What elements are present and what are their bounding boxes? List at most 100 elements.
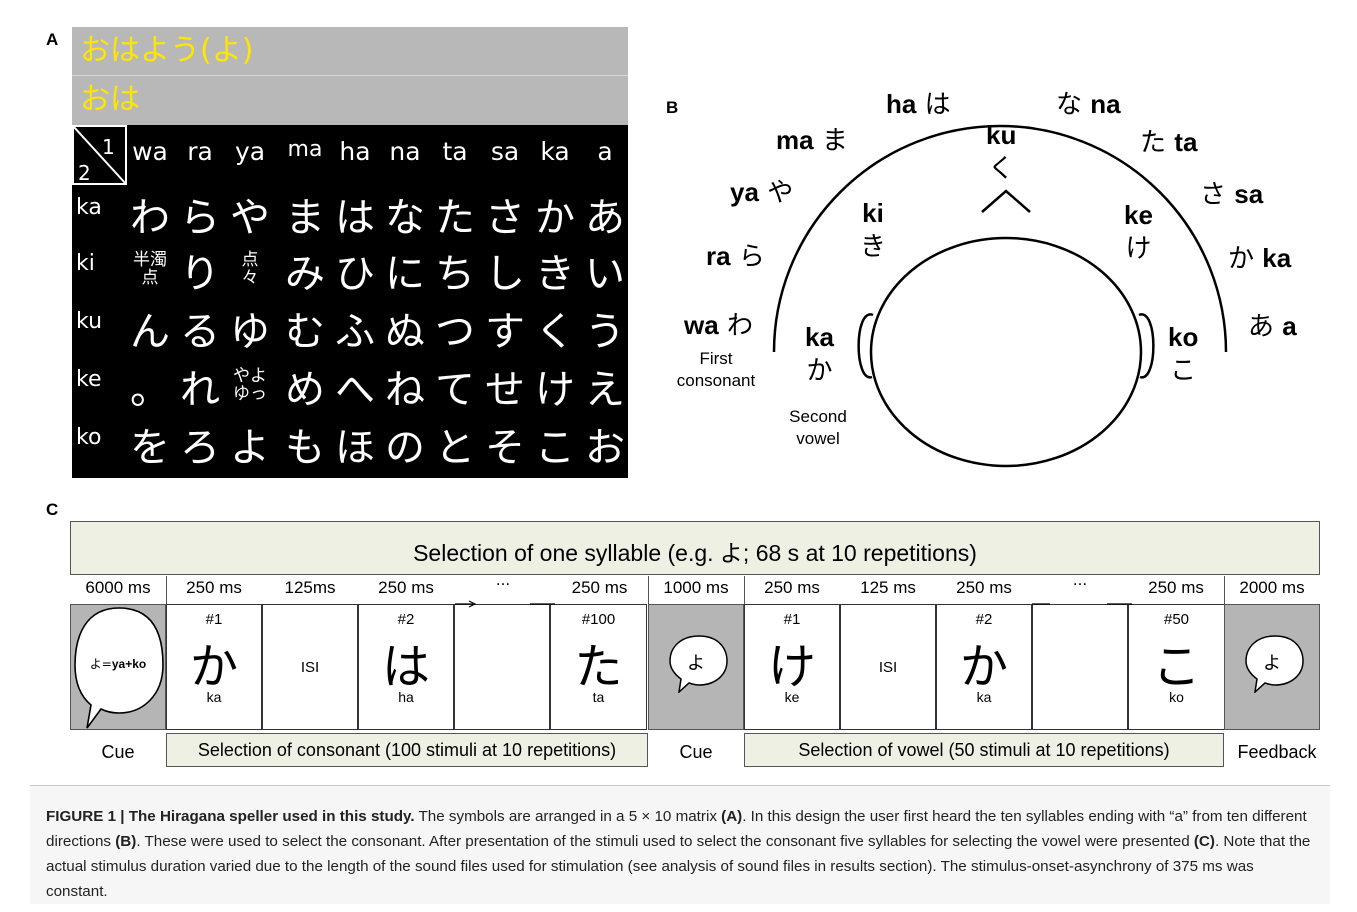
panel-c-label: C	[46, 500, 59, 519]
direction-label-ha: ha は	[886, 84, 951, 121]
corner-diagonal-icon	[72, 125, 127, 185]
kana-cell: た	[435, 195, 475, 241]
timing-divider	[166, 576, 167, 604]
kana-cell: つ	[435, 309, 475, 355]
kana-cell: か	[535, 195, 575, 241]
corner-label-2: 2	[78, 161, 91, 185]
stimulus-kana: こ	[1152, 639, 1201, 695]
stimulus-romaji: ha	[398, 689, 414, 705]
stimulus-number: #2	[975, 611, 993, 628]
timing-divider	[1224, 576, 1225, 604]
kana-cell: い	[585, 251, 625, 297]
kana-cell: ぬ	[385, 309, 425, 355]
romaji: ha	[886, 89, 917, 119]
stimulus-romaji: ko	[1169, 689, 1184, 705]
direction-label-sa: さ sa	[1200, 174, 1263, 211]
kana-cell: を	[130, 425, 170, 471]
sequence-arrow-1	[455, 600, 555, 608]
kana-cell: め	[285, 367, 325, 413]
timing-label: 125 ms	[860, 578, 916, 597]
direction-label-a: あ a	[1248, 306, 1297, 343]
kana-cell: お	[585, 425, 625, 471]
column-header-na: na	[389, 137, 421, 166]
panel-b-label: B	[666, 98, 679, 117]
kana-cell: す	[485, 309, 525, 355]
kana-cell: あ	[585, 195, 625, 241]
row-label-ke: ke	[76, 367, 102, 392]
kana: け	[1125, 234, 1152, 264]
kana-cell: 半濁 点	[133, 250, 167, 288]
stimulus-romaji: ka	[976, 689, 992, 705]
timing-divider	[648, 576, 649, 604]
kana: か	[806, 356, 833, 386]
column-header-ya: ya	[234, 137, 266, 166]
kana: か	[1228, 244, 1255, 274]
romaji: ta	[1174, 127, 1198, 157]
stimulus-romaji: ta	[592, 689, 605, 705]
kana-cell: ん	[130, 309, 170, 355]
kana-cell: み	[285, 251, 325, 297]
romaji: ma	[776, 125, 814, 155]
kana-cell: ね	[385, 367, 425, 413]
column-header-ma: ma	[287, 137, 323, 162]
kana-cell: ほ	[335, 425, 375, 471]
stimulus-number: #100	[581, 611, 616, 628]
kana: く	[988, 154, 1015, 184]
timing-label: 250 ms	[186, 578, 242, 597]
cue-label-2: Cue	[679, 742, 713, 762]
kana-cell: に	[385, 251, 425, 297]
speech-bubble-icon	[669, 635, 728, 693]
kana-cell: の	[385, 425, 425, 471]
timing-label: 6000 ms	[85, 578, 151, 597]
cue-text: よ=ya+ko	[89, 657, 147, 671]
timing-label: 1000 ms	[663, 578, 729, 597]
row-label-ku: ku	[76, 309, 103, 334]
kana: さ	[1200, 180, 1227, 210]
kana-cell: よ	[230, 425, 270, 471]
column-header-ha: ha	[339, 137, 371, 166]
romaji: ya	[730, 177, 759, 207]
kana-cell: え	[585, 367, 625, 413]
kana-cell: り	[180, 251, 220, 297]
kana-cell: へ	[335, 367, 375, 413]
kana-cell: やよ ゆっ	[233, 366, 267, 404]
isi-label: ISI	[300, 659, 320, 676]
direction-label-ka: か ka	[1228, 238, 1291, 275]
ellipsis: ...	[1072, 570, 1088, 589]
timing-label: 2000 ms	[1239, 578, 1305, 597]
kana-cell: れ	[180, 367, 220, 413]
kana: あ	[1248, 312, 1275, 342]
consonant-selection-label: Selection of consonant (100 stimuli at 1…	[166, 733, 648, 767]
kana-cell: や	[230, 195, 270, 241]
speech-bubble-icon	[74, 607, 164, 729]
kana-cell: せ	[485, 367, 525, 413]
column-header-a: a	[597, 137, 613, 166]
timing-label: 250 ms	[764, 578, 820, 597]
timing-label: 250 ms	[378, 578, 434, 597]
kana-cell: ら	[180, 195, 220, 241]
column-header-sa: sa	[490, 137, 520, 166]
stimulus-romaji: ka	[206, 689, 222, 705]
romaji: ko	[1168, 322, 1199, 352]
kana-cell: 。	[130, 367, 170, 413]
kana-cell: と	[435, 425, 475, 471]
cue-label-1: Cue	[101, 742, 135, 762]
ellipsis: ...	[495, 570, 511, 589]
direction-label-ya: ya や	[730, 172, 793, 209]
direction-label-ra: ra ら	[706, 236, 765, 273]
feedback-text: よ	[1263, 653, 1281, 674]
kana: ら	[738, 242, 765, 272]
kana-cell: こ	[535, 425, 575, 471]
direction-label-ta: た ta	[1140, 122, 1197, 159]
kana-cell: ま	[285, 195, 325, 241]
